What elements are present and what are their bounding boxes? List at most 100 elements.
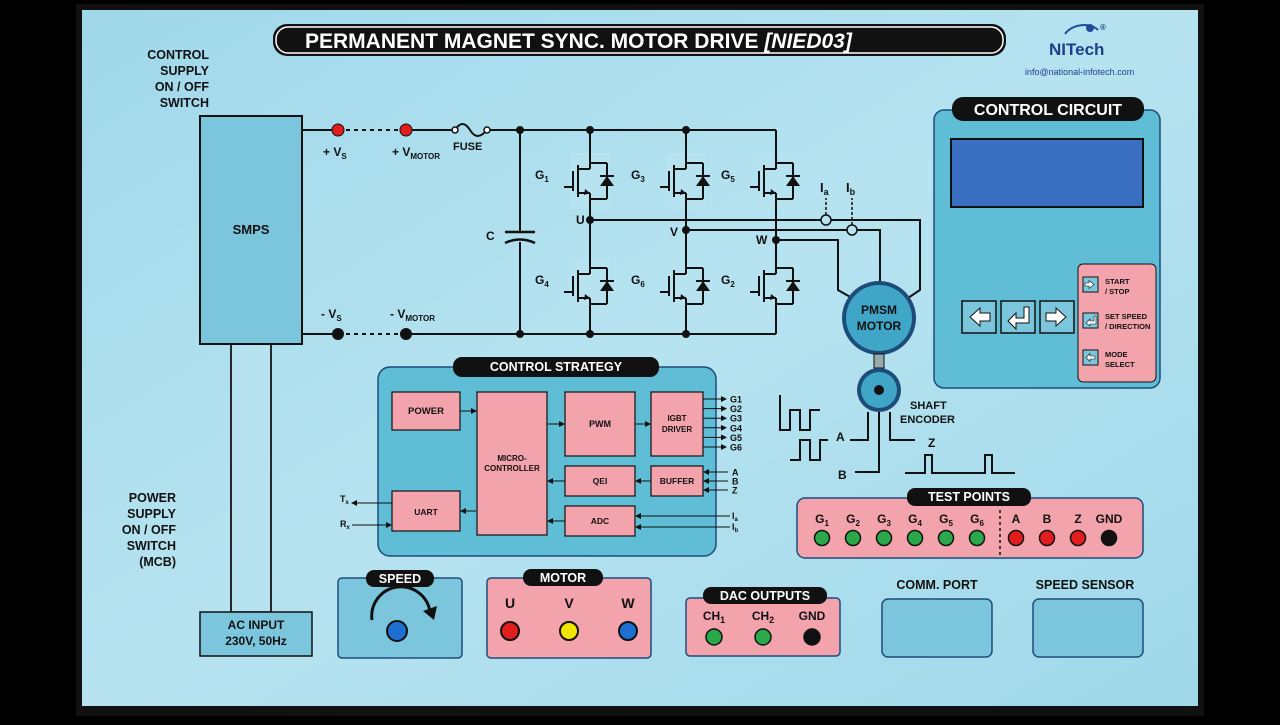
svg-text:- VS: - VS <box>321 307 342 323</box>
test-point-label: B <box>1043 512 1052 526</box>
igbt-driver-block <box>650 391 704 457</box>
igbt-switch: G6 <box>631 247 710 325</box>
svg-text:(MCB): (MCB) <box>139 555 176 569</box>
svg-text:PERMANENT MAGNET SYNC. MOTOR D: PERMANENT MAGNET SYNC. MOTOR DRIVE [NIED… <box>305 30 853 53</box>
vmotor-minus-terminal[interactable] <box>400 328 412 340</box>
svg-text:SELECT: SELECT <box>1105 360 1135 369</box>
test-point-jack[interactable] <box>968 529 986 547</box>
title-banner: PERMANENT MAGNET SYNC. MOTOR DRIVE [NIED… <box>273 24 1006 56</box>
comm-port-connector[interactable] <box>881 598 993 658</box>
test-point-jack[interactable] <box>875 529 893 547</box>
svg-text:START: START <box>1105 277 1130 286</box>
motor-terminal-jack[interactable] <box>500 621 520 641</box>
adc-block <box>564 505 636 537</box>
test-point-label: G1 <box>815 512 829 528</box>
svg-text:SPEED: SPEED <box>379 572 421 586</box>
svg-text:MODE: MODE <box>1105 350 1128 359</box>
svg-text:TEST POINTS: TEST POINTS <box>928 490 1010 504</box>
enter-button[interactable] <box>1000 300 1036 334</box>
ac-input-block <box>199 611 313 657</box>
title-main: PERMANENT MAGNET SYNC. MOTOR DRIVE <box>305 30 764 53</box>
gate-output-label: G4 <box>730 423 742 433</box>
svg-text:SUPPLY: SUPPLY <box>127 507 177 521</box>
test-point-jack[interactable] <box>844 529 862 547</box>
power-supply-label: POWER SUPPLY ON / OFF SWITCH (MCB) <box>122 491 177 569</box>
svg-text:- VMOTOR: - VMOTOR <box>390 307 435 323</box>
svg-text:POWER: POWER <box>408 406 444 417</box>
svg-text:MOTOR: MOTOR <box>540 571 586 585</box>
dac-output-jack[interactable] <box>803 628 821 646</box>
gate-label: G6 <box>631 273 645 289</box>
gate-output-label: G3 <box>730 414 742 424</box>
svg-text:CONTROL: CONTROL <box>147 48 209 62</box>
svg-text:+ VMOTOR: + VMOTOR <box>392 145 440 161</box>
igbt-switch: G1 <box>535 145 614 217</box>
test-point-label: GND <box>1096 512 1123 526</box>
test-point-label: G5 <box>939 512 953 528</box>
svg-text:CONTROLLER: CONTROLLER <box>484 464 540 473</box>
qei-block <box>564 465 636 497</box>
vs-minus-terminal[interactable] <box>332 328 344 340</box>
svg-text:Ib: Ib <box>846 180 856 197</box>
motor-terminal-jack[interactable] <box>618 621 638 641</box>
speed-sensor-connector[interactable] <box>1032 598 1144 658</box>
test-point-jack[interactable] <box>813 529 831 547</box>
svg-text:QEI: QEI <box>593 476 608 486</box>
logo-email: info@national-infotech.com <box>1025 67 1134 77</box>
igbt-switch: G2 <box>721 247 800 325</box>
dac-output-jack[interactable] <box>705 628 723 646</box>
test-point-jack[interactable] <box>1038 529 1056 547</box>
gate-output-label: G6 <box>730 443 742 453</box>
control-supply-label: CONTROL SUPPLY ON / OFF SWITCH <box>147 48 209 110</box>
svg-text:BUFFER: BUFFER <box>660 476 694 486</box>
test-point-label: G2 <box>846 512 860 528</box>
smps-label: SMPS <box>233 222 270 237</box>
gate-label: G2 <box>721 273 735 289</box>
gate-output-label: G1 <box>730 395 742 405</box>
svg-text:SET SPEED: SET SPEED <box>1105 312 1148 321</box>
control-circuit-panel: CONTROL CIRCUIT START / STOP SET SPEED /… <box>933 97 1161 389</box>
test-point-label: G6 <box>970 512 984 528</box>
speed-panel: SPEED <box>337 570 463 659</box>
svg-text:SWITCH: SWITCH <box>127 539 176 553</box>
test-point-jack[interactable] <box>937 529 955 547</box>
svg-text:®: ® <box>1100 23 1106 32</box>
igbt-switch: G4 <box>535 247 614 325</box>
motor-terminal-jack[interactable] <box>559 621 579 641</box>
svg-text:ON / OFF: ON / OFF <box>155 80 210 94</box>
title-code: [NIED03] <box>763 30 853 53</box>
svg-text:DAC OUTPUTS: DAC OUTPUTS <box>720 589 810 603</box>
svg-text:AC INPUT: AC INPUT <box>228 618 285 632</box>
svg-text:MOTOR: MOTOR <box>857 319 902 333</box>
svg-text:SWITCH: SWITCH <box>160 96 209 110</box>
gate-label: G3 <box>631 168 645 184</box>
svg-text:Tx: Tx <box>340 494 350 506</box>
test-point-jack[interactable] <box>1100 529 1118 547</box>
gate-label: G5 <box>721 168 735 184</box>
test-point-jack[interactable] <box>1069 529 1087 547</box>
svg-text:230V, 50Hz: 230V, 50Hz <box>225 634 287 648</box>
phase-w-label: W <box>756 233 768 247</box>
svg-text:SHAFT: SHAFT <box>910 400 947 412</box>
test-point-label: Z <box>1074 512 1081 526</box>
speed-knob[interactable] <box>386 620 408 642</box>
nitech-logo: NITech ® info@national-infotech.com <box>1025 23 1134 77</box>
test-point-jack[interactable] <box>906 529 924 547</box>
svg-text:/ STOP: / STOP <box>1105 287 1129 296</box>
svg-text:A: A <box>836 430 845 444</box>
encoder-input-label: A <box>732 468 739 478</box>
svg-text:IGBT: IGBT <box>667 414 686 423</box>
vs-plus-terminal[interactable] <box>331 123 345 137</box>
dac-output-jack[interactable] <box>754 628 772 646</box>
vmotor-plus-terminal[interactable] <box>399 123 413 137</box>
svg-text:POWER: POWER <box>129 491 176 505</box>
test-point-jack[interactable] <box>1007 529 1025 547</box>
test-point-label: G4 <box>908 512 922 528</box>
motor-terminal-label: U <box>505 595 515 611</box>
svg-text:PWM: PWM <box>589 419 611 429</box>
speed-sensor-label: SPEED SENSOR <box>1036 578 1135 592</box>
svg-text:DRIVER: DRIVER <box>662 425 692 434</box>
